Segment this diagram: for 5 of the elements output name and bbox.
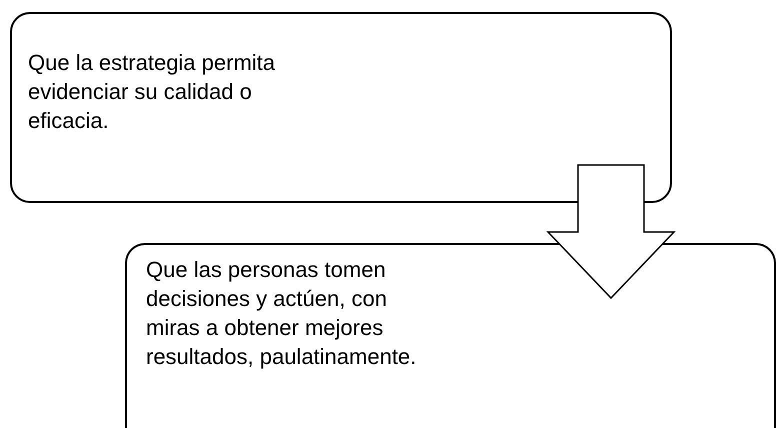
process-box [10, 12, 672, 203]
block-arrow [546, 164, 676, 300]
box-text: Que la estrategia permita evidenciar su calidad o eficacia. [28, 49, 276, 135]
box-text: Que las personas tomen decisiones y actúen, con miras a obtener mejores resultados, paulatinamente. [146, 256, 418, 371]
process-box [125, 243, 776, 428]
